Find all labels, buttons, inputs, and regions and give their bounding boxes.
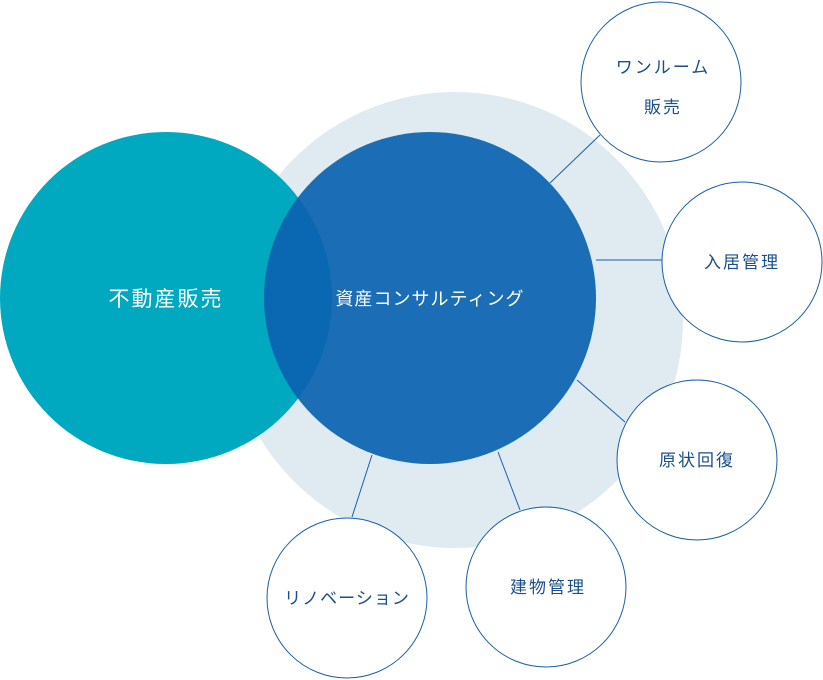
connector-building-management [497, 451, 521, 511]
real-estate-sales-circle [0, 132, 332, 464]
restoration-label: 原状回復 [659, 451, 735, 471]
connector-renovation [351, 454, 373, 518]
connector-restoration [576, 379, 626, 423]
tenant-management-circle [661, 181, 823, 343]
building-management-label: 建物管理 [510, 578, 586, 598]
asset-consulting-circle [264, 132, 596, 464]
connector-one-room-sales [549, 134, 601, 184]
connector-lines [351, 134, 662, 518]
real-estate-sales-label: 不動産販売 [109, 287, 224, 311]
tenant-management-label: 入居管理 [704, 253, 780, 273]
renovation-circle [266, 517, 428, 679]
one-room-sales-label-line1: ワンルーム [616, 58, 711, 78]
one-room-sales-circle [580, 1, 742, 163]
renovation-label: リノベーション [284, 589, 410, 609]
restoration-circle [616, 379, 778, 541]
building-management-circle [465, 506, 627, 668]
asset-consulting-label: 資産コンサルティング [336, 289, 525, 310]
one-room-sales-label-line2: 販売 [644, 98, 682, 118]
